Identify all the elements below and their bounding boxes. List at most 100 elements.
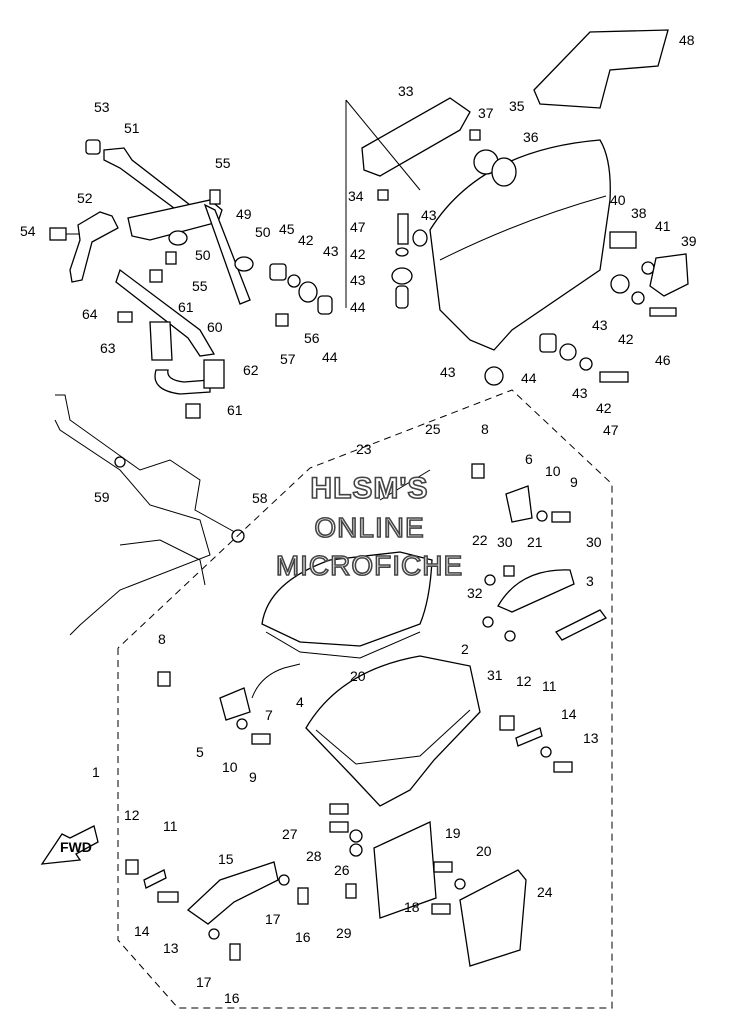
fwd-arrow-icon: FWD (40, 825, 99, 865)
callout-16a: 16 (295, 929, 311, 945)
callout-28: 28 (306, 848, 322, 864)
callout-57: 57 (280, 351, 296, 367)
callout-9a: 9 (570, 474, 578, 490)
callout-4: 4 (296, 694, 304, 710)
callout-50b: 50 (195, 247, 211, 263)
callout-2: 2 (461, 641, 469, 657)
callout-7: 7 (265, 707, 273, 723)
callout-34: 34 (348, 188, 364, 204)
callout-17b: 17 (196, 974, 212, 990)
callout-43f: 43 (572, 385, 588, 401)
callout-30b: 30 (586, 534, 602, 550)
callout-61b: 61 (227, 402, 243, 418)
callout-47b: 47 (603, 422, 619, 438)
callout-35: 35 (509, 98, 525, 114)
callout-10b: 10 (222, 759, 238, 775)
callout-55b: 55 (192, 278, 208, 294)
callout-3: 3 (586, 573, 594, 589)
callout-17a: 17 (265, 911, 281, 927)
callout-59: 59 (94, 489, 110, 505)
callout-14a: 14 (561, 706, 577, 722)
callout-50a: 50 (255, 224, 271, 240)
callout-10a: 10 (545, 463, 561, 479)
callout-46: 46 (655, 352, 671, 368)
watermark-line-1: HLSM'S (310, 471, 429, 506)
callout-18: 18 (404, 899, 420, 915)
callout-42b: 42 (350, 246, 366, 262)
callout-12a: 12 (516, 673, 532, 689)
callout-42a: 42 (298, 232, 314, 248)
callout-36: 36 (523, 129, 539, 145)
callout-16b: 16 (224, 990, 240, 1006)
callout-54: 54 (20, 223, 36, 239)
callout-43b: 43 (421, 207, 437, 223)
callout-45: 45 (279, 221, 295, 237)
callout-26: 26 (334, 862, 350, 878)
callout-56: 56 (304, 330, 320, 346)
callout-39: 39 (681, 233, 697, 249)
callout-51: 51 (124, 120, 140, 136)
callout-labels: 1 2 3 4 5 6 7 8 8 9 9 10 10 11 11 12 12 … (20, 32, 697, 1006)
callout-19: 19 (445, 825, 461, 841)
callout-14b: 14 (134, 923, 150, 939)
callout-44b: 44 (350, 299, 366, 315)
callout-31: 31 (487, 667, 503, 683)
callout-33: 33 (398, 83, 414, 99)
callout-43c: 43 (350, 272, 366, 288)
callout-1: 1 (92, 764, 100, 780)
bracket-assembly (49, 139, 333, 636)
callout-43d: 43 (592, 317, 608, 333)
callout-6: 6 (525, 451, 533, 467)
callout-53: 53 (94, 99, 110, 115)
side-case-assembly (125, 463, 607, 967)
callout-30a: 30 (497, 534, 513, 550)
callout-5: 5 (196, 744, 204, 760)
callout-12b: 12 (124, 807, 140, 823)
callout-15: 15 (218, 851, 234, 867)
callout-61a: 61 (178, 299, 194, 315)
callout-58: 58 (252, 490, 268, 506)
callout-48: 48 (679, 32, 695, 48)
callout-8a: 8 (481, 421, 489, 437)
callout-44a: 44 (322, 349, 338, 365)
callout-13b: 13 (163, 940, 179, 956)
callout-38: 38 (631, 205, 647, 221)
callout-32: 32 (467, 585, 483, 601)
callout-40: 40 (610, 192, 626, 208)
callout-37: 37 (478, 105, 494, 121)
callout-11b: 11 (163, 818, 178, 834)
callout-63: 63 (100, 340, 116, 356)
callout-55a: 55 (215, 155, 231, 171)
callout-27: 27 (282, 826, 298, 842)
callout-20a: 20 (350, 668, 366, 684)
callout-52: 52 (77, 190, 93, 206)
callout-62: 62 (243, 362, 259, 378)
callout-13a: 13 (583, 730, 599, 746)
callout-49: 49 (236, 206, 252, 222)
callout-29: 29 (336, 925, 352, 941)
callout-43e: 43 (440, 364, 456, 380)
callout-60: 60 (207, 319, 223, 335)
callout-64: 64 (82, 306, 98, 322)
group-boundary (117, 389, 613, 1009)
callout-25: 25 (425, 421, 441, 437)
callout-47a: 47 (350, 219, 366, 235)
callout-8b: 8 (158, 631, 166, 647)
callout-22: 22 (472, 532, 488, 548)
top-case-mount (345, 29, 689, 386)
callout-21: 21 (527, 534, 543, 550)
watermark-line-3: MICROFICHE (275, 549, 464, 582)
callout-23: 23 (356, 441, 372, 457)
callout-44c: 44 (521, 370, 537, 386)
callout-9b: 9 (249, 769, 257, 785)
watermark-line-2: ONLINE (314, 511, 425, 544)
callout-41: 41 (655, 218, 671, 234)
callout-43a: 43 (323, 243, 339, 259)
callout-11a: 11 (542, 678, 557, 694)
callout-24: 24 (537, 884, 553, 900)
fwd-label: FWD (60, 839, 92, 855)
callout-20b: 20 (476, 843, 492, 859)
callout-42d: 42 (596, 400, 612, 416)
callout-42c: 42 (618, 331, 634, 347)
